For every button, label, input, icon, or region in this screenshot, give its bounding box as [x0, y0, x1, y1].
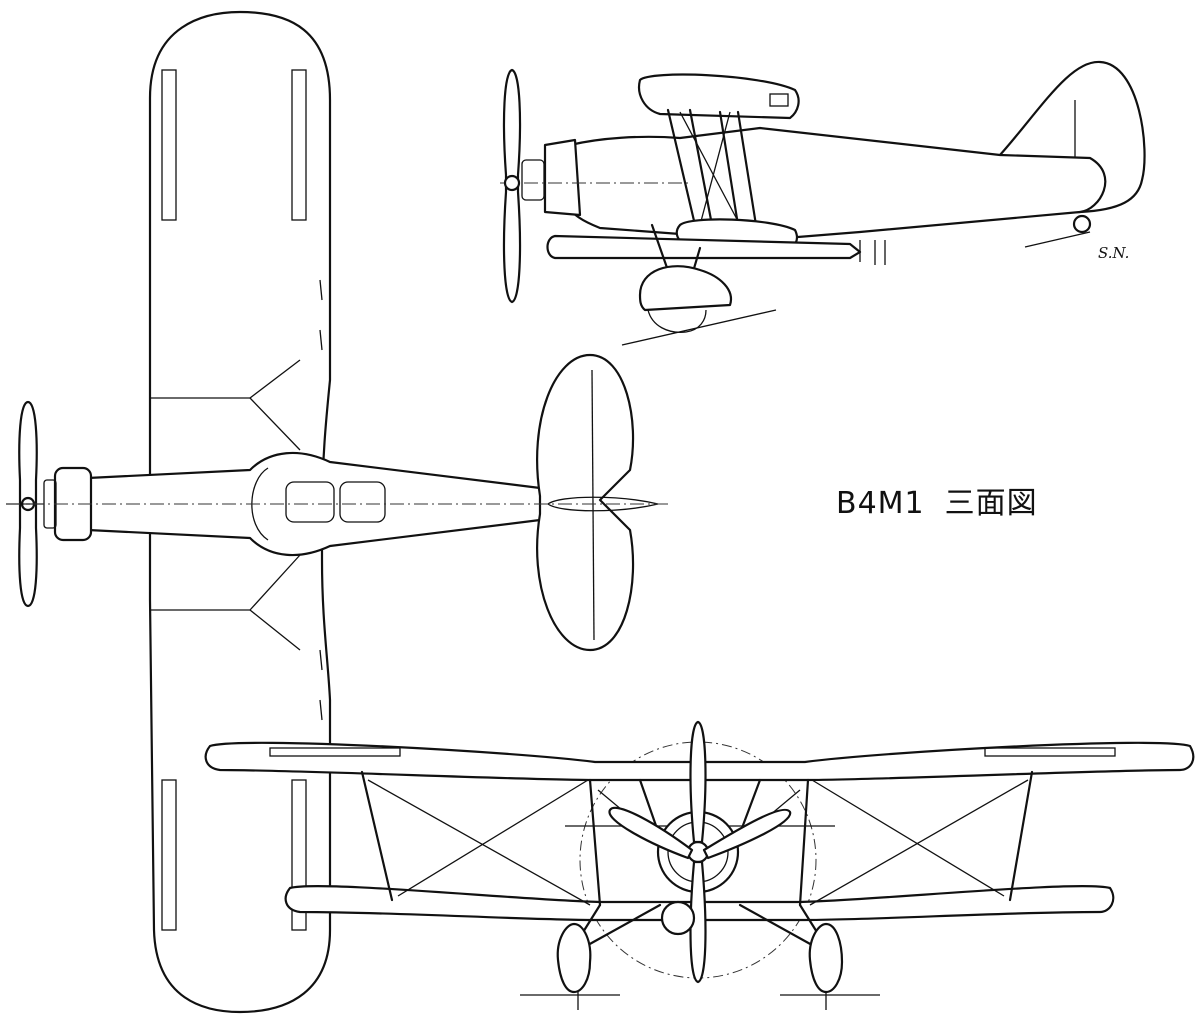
three-view-label: 三面図	[944, 486, 1038, 521]
side-torpedo	[546, 234, 862, 260]
aircraft-designation: B4M1	[836, 486, 925, 521]
plan-aileron-left-bottom	[161, 779, 177, 931]
plan-aileron-left-top	[161, 69, 177, 221]
side-tail-wheel	[1072, 214, 1092, 234]
drawing-title: B4M1 三面図	[836, 478, 1058, 522]
front-upper-wing	[204, 741, 1195, 782]
front-view	[204, 720, 1195, 1010]
plan-cockpit-rear	[339, 481, 386, 523]
front-wheel-left	[556, 922, 592, 994]
front-propeller-blade-top	[689, 720, 707, 844]
plan-tailplane	[536, 353, 635, 652]
plan-aileron-right-bottom	[291, 779, 307, 931]
side-view: S.N.	[500, 60, 1146, 346]
front-propeller-blade-bottom	[689, 860, 707, 984]
front-torpedo	[660, 900, 696, 936]
plan-cockpit-front	[285, 481, 335, 523]
side-wheel-spat	[638, 265, 733, 312]
plan-aileron-right-top	[291, 69, 307, 221]
front-propeller-blade-right	[702, 808, 792, 860]
front-propeller-blade-left	[608, 806, 694, 860]
side-upper-wing	[637, 73, 800, 120]
front-wheel-right	[808, 922, 844, 994]
side-fuselage	[563, 126, 1107, 242]
side-engine-cowling	[543, 138, 582, 217]
draftsman-signature: S.N.	[1098, 244, 1129, 262]
